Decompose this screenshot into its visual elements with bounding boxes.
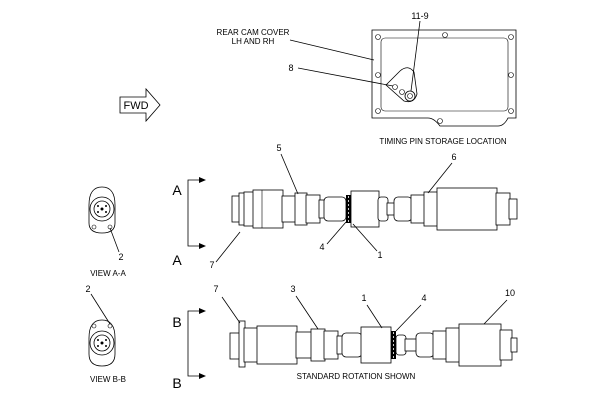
callout-7-b-leader <box>221 296 241 324</box>
view-aa-connector <box>88 186 116 234</box>
timing-pin-bracket <box>385 67 418 103</box>
callout-2-view-aa: 2 <box>118 252 123 262</box>
section-a-bottom-letter: A <box>172 252 182 268</box>
callout-2-view-bb: 2 <box>85 284 90 294</box>
camshaft-assembly-b <box>229 320 518 368</box>
callout-6: 6 <box>451 152 456 162</box>
section-b-top-letter: B <box>172 314 181 330</box>
fwd-label: FWD <box>123 100 148 112</box>
rear-cam-cover-leader <box>289 39 375 61</box>
callout-8: 8 <box>288 63 293 73</box>
callout-4-a-leader <box>326 221 347 245</box>
callout-4-b-leader <box>395 304 422 332</box>
callout-7-a: 7 <box>209 260 214 270</box>
section-marker-b: B B <box>172 308 206 391</box>
callout-1-b: 1 <box>361 293 366 303</box>
callout-5: 5 <box>276 143 281 153</box>
callout-3: 3 <box>290 284 295 294</box>
view-bb-connector <box>88 319 116 367</box>
view-bb-label: VIEW B-B <box>90 375 126 384</box>
callout-4-a: 4 <box>319 242 324 252</box>
fwd-arrow: FWD <box>119 87 161 123</box>
callout-2-view-aa-leader <box>109 227 120 253</box>
section-marker-a: A A <box>172 177 206 268</box>
callout-1-a-leader <box>352 223 378 252</box>
callout-1-a: 1 <box>377 250 382 260</box>
rear-cam-cover-label-line1: REAR CAM COVER <box>217 28 290 37</box>
callout-11-9: 11-9 <box>411 11 428 21</box>
callout-5-leader <box>280 153 299 195</box>
callout-4-b: 4 <box>421 293 426 303</box>
callout-3-leader <box>295 295 319 330</box>
camshaft-assembly-a <box>231 187 518 231</box>
section-b-bottom-letter: B <box>172 375 181 391</box>
view-aa-label: VIEW A-A <box>90 269 126 278</box>
callout-10-leader <box>483 299 508 325</box>
callout-2-view-bb-leader <box>90 293 111 325</box>
callout-6-leader <box>427 162 453 194</box>
rear-cam-cover <box>371 29 517 127</box>
callout-7-a-leader <box>215 231 241 263</box>
callout-1-b-leader <box>366 304 383 329</box>
rear-cam-cover-label-line2: LH AND RH <box>232 37 275 46</box>
section-a-top-letter: A <box>172 182 182 198</box>
callout-7-b: 7 <box>213 284 218 294</box>
callout-8-leader <box>297 67 394 87</box>
callout-11-9-leader <box>410 20 421 92</box>
callout-10: 10 <box>505 288 515 298</box>
timing-pin-storage-label: TIMING PIN STORAGE LOCATION <box>379 137 506 146</box>
standard-rotation-label: STANDARD ROTATION SHOWN <box>297 372 416 381</box>
